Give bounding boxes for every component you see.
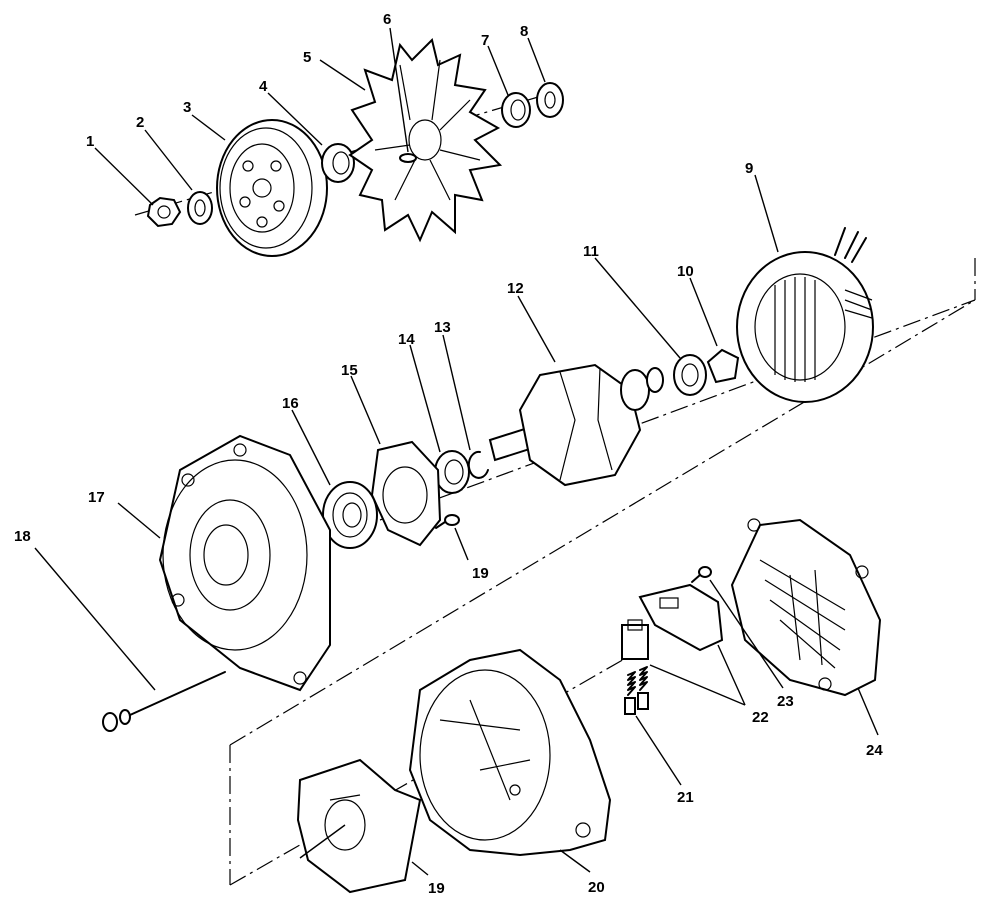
callout-10: 10 — [677, 263, 694, 280]
nut-part — [146, 196, 182, 228]
wave-washer-part — [706, 348, 740, 384]
pulley-part — [216, 119, 328, 257]
callout-14: 14 — [398, 331, 415, 348]
callout-6: 6 — [383, 11, 391, 28]
fan-part — [348, 38, 503, 243]
callout-18: 18 — [14, 528, 31, 545]
callout-2: 2 — [136, 114, 144, 131]
callout-19-screw: 19 — [472, 565, 489, 582]
thrust-washer-part — [536, 82, 564, 118]
callout-17: 17 — [88, 489, 105, 506]
callout-9: 9 — [745, 160, 753, 177]
brush-holder-screw-part — [691, 566, 712, 583]
callout-20: 20 — [588, 879, 605, 896]
callout-11: 11 — [583, 243, 599, 260]
callout-labels: 1 2 3 4 5 6 7 8 9 10 11 12 13 14 15 16 1… — [14, 11, 883, 897]
circlip-part — [467, 450, 489, 479]
callout-21: 21 — [677, 789, 694, 806]
leader-lines — [34, 27, 879, 876]
callout-1: 1 — [86, 133, 94, 150]
callout-4: 4 — [259, 78, 268, 95]
slip-ring-end-frame-part — [408, 648, 612, 857]
callout-24: 24 — [866, 742, 883, 759]
callout-5: 5 — [303, 49, 311, 66]
rear-bearing-part — [673, 354, 707, 396]
through-bolt-part — [102, 671, 226, 732]
stator-part — [736, 227, 874, 403]
rotor-part — [488, 363, 664, 487]
spacer-part — [321, 143, 355, 183]
drive-end-frame-part — [158, 434, 331, 692]
collar-part — [501, 92, 531, 128]
bearing-retainer-plate-part — [370, 440, 442, 547]
retainer-screw-part — [435, 514, 460, 529]
callout-12: 12 — [507, 280, 524, 297]
callout-23: 23 — [777, 693, 794, 710]
lock-washer-part — [187, 191, 213, 225]
callout-7: 7 — [481, 32, 489, 49]
callout-3: 3 — [183, 99, 191, 116]
callout-16: 16 — [282, 395, 299, 412]
rear-cover-part — [730, 518, 882, 697]
front-bearing-part — [322, 481, 378, 549]
brush-holder-part — [621, 583, 724, 660]
bearing-spacer-part — [434, 450, 470, 494]
rectifier-insulator-part — [296, 758, 422, 894]
callout-22: 22 — [752, 709, 769, 726]
callout-19-insulator: 19 — [428, 880, 445, 897]
brush-spring-part — [624, 666, 649, 715]
callout-15: 15 — [341, 362, 358, 379]
callout-8: 8 — [520, 23, 528, 40]
callout-13: 13 — [434, 319, 451, 336]
woodruff-key-part — [399, 153, 417, 163]
